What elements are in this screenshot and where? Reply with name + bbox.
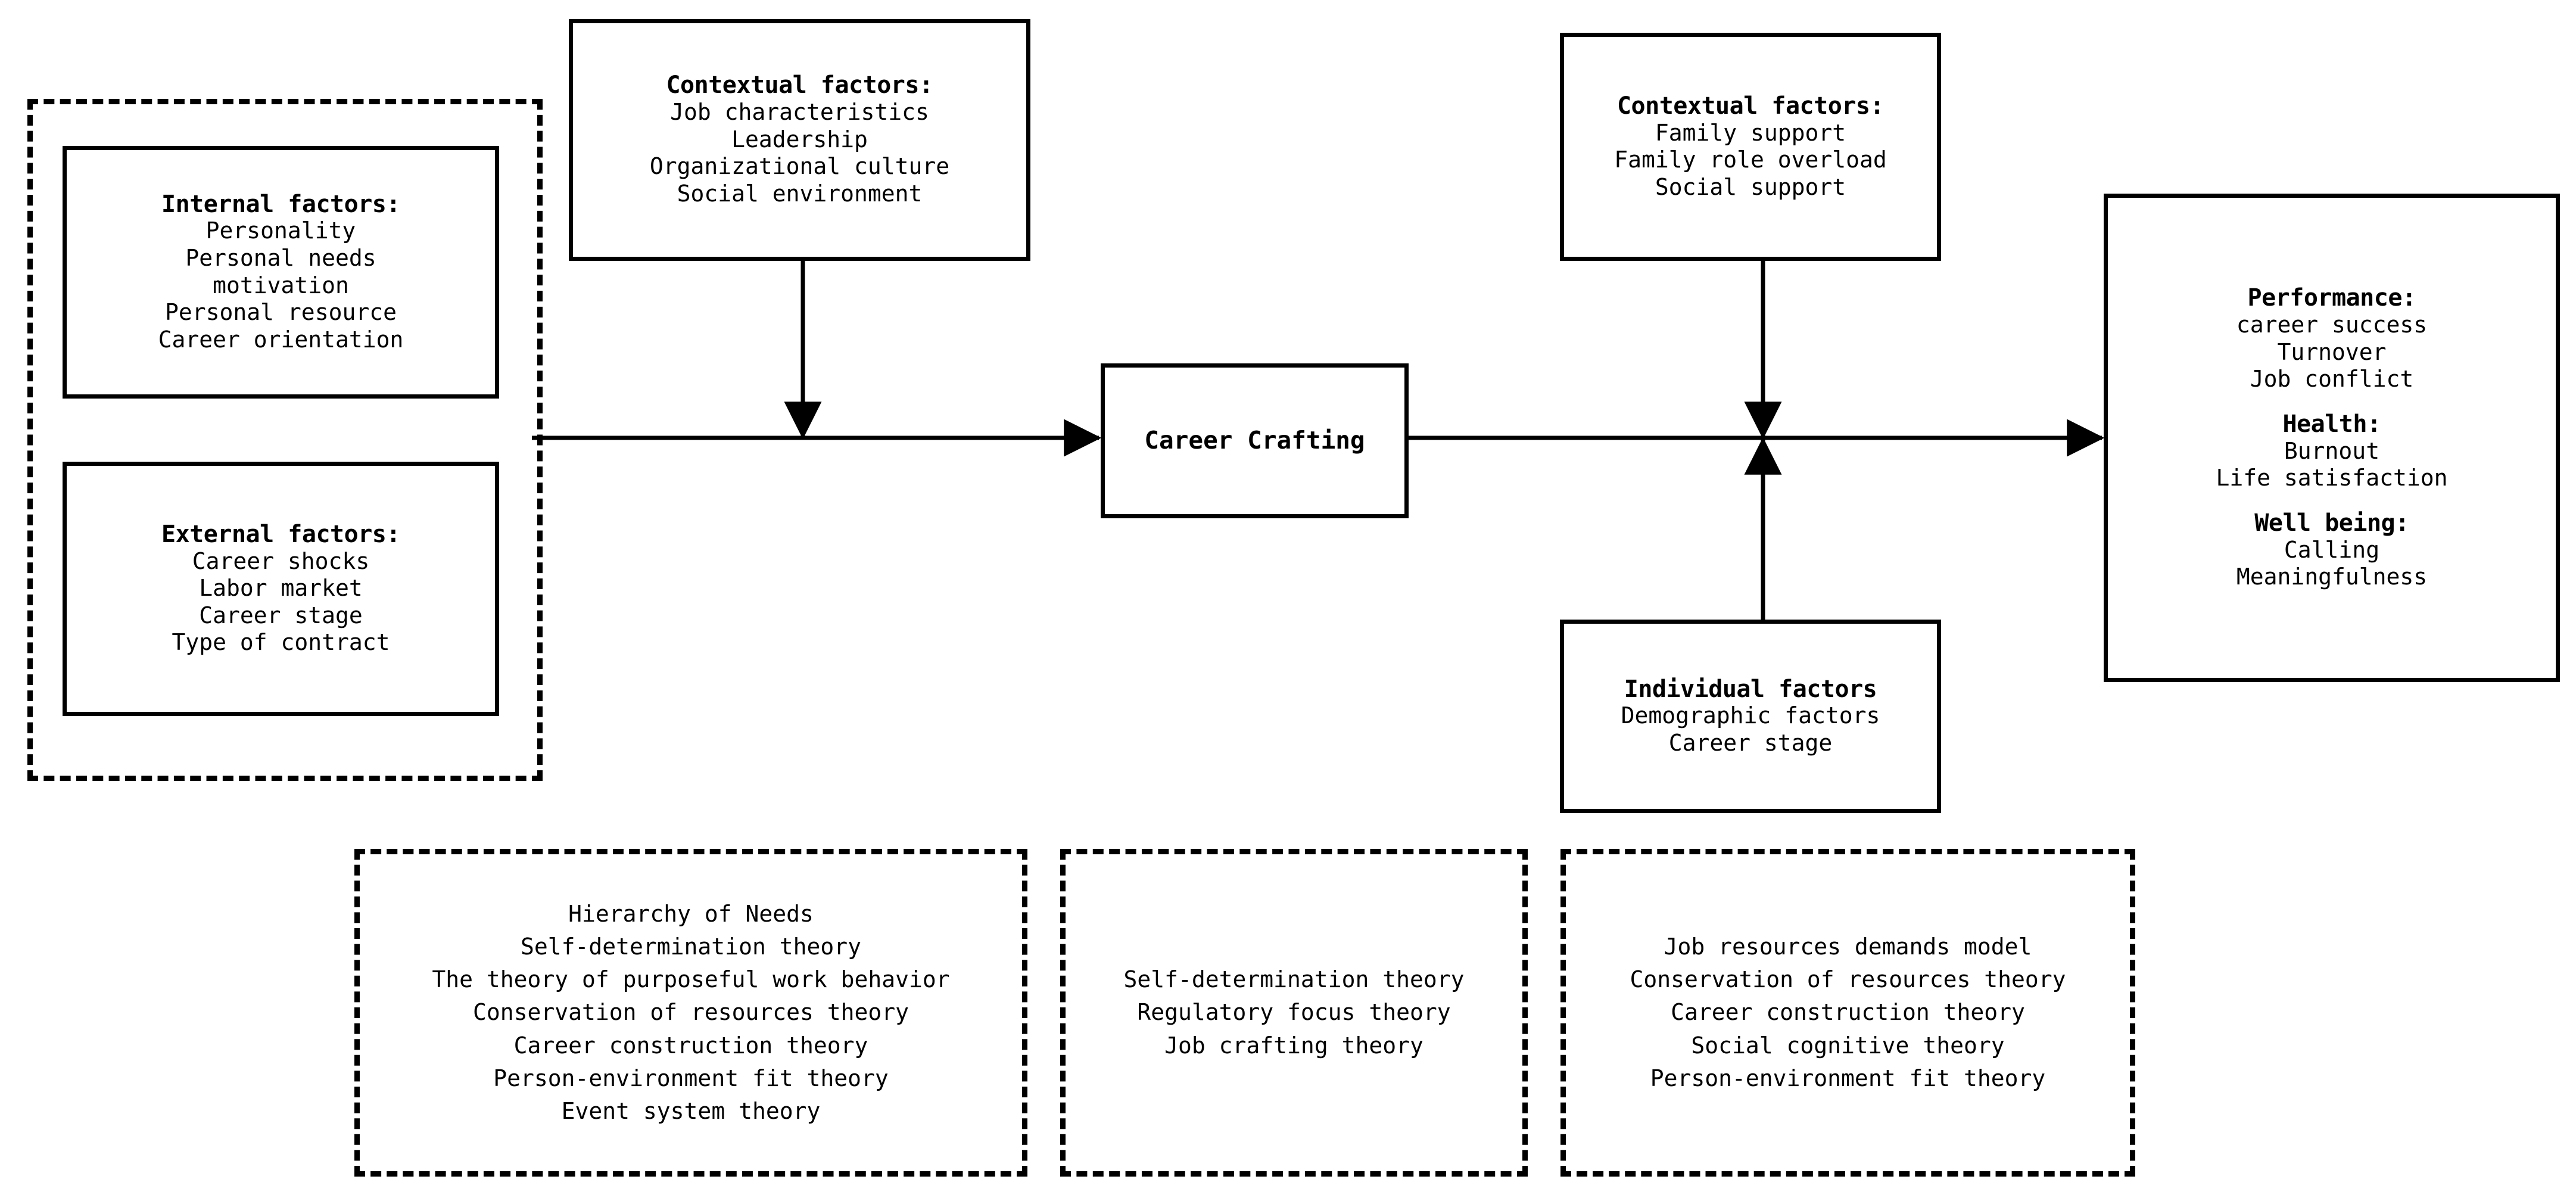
outcomes-wellbeing-item: Calling [2284, 536, 2380, 563]
outcomes-box: Performance: career success Turnover Job… [2104, 194, 2560, 682]
theory-item: Person-environment fit theory [1650, 1065, 2046, 1091]
theory-item: Job crafting theory [1164, 1032, 1424, 1059]
theory-item: Career construction theory [513, 1032, 868, 1059]
contextual-factors-right-item: Family support [1655, 119, 1846, 146]
contextual-factors-right-box: Contextual factors: Family support Famil… [1560, 33, 1941, 261]
internal-factors-item: Career orientation [158, 326, 404, 353]
antecedent-group-container [27, 99, 543, 781]
career-crafting-label: Career Crafting [1144, 426, 1365, 455]
theory-item: Conservation of resources theory [1630, 966, 2066, 993]
internal-factors-title: Internal factors: [161, 190, 400, 218]
theory-item: Job resources demands model [1664, 934, 2032, 960]
theory-item: Person-environment fit theory [493, 1065, 889, 1091]
outcomes-wellbeing-title: Well being: [2254, 509, 2409, 537]
external-factors-box: External factors: Career shocks Labor ma… [63, 462, 499, 716]
outcomes-performance-title: Performance: [2247, 284, 2416, 312]
internal-factors-item: Personal needs [185, 245, 376, 271]
external-factors-item: Labor market [199, 575, 363, 602]
contextual-factors-left-item: Job characteristics [670, 99, 929, 126]
theory-box-crafting: Self-determination theory Regulatory foc… [1060, 849, 1528, 1177]
internal-factors-item: Personality [205, 217, 356, 244]
theory-item: Career construction theory [1671, 999, 2025, 1026]
contextual-factors-right-item: Social support [1655, 173, 1846, 200]
contextual-factors-left-title: Contextual factors: [666, 71, 933, 99]
theory-item: Social cognitive theory [1691, 1032, 2005, 1059]
individual-factors-box: Individual factors Demographic factors C… [1560, 620, 1941, 813]
outcomes-wellbeing-item: Meaningfulness [2236, 564, 2428, 590]
theory-item: Event system theory [561, 1097, 821, 1124]
contextual-factors-left-box: Contextual factors: Job characteristics … [569, 19, 1030, 261]
theory-item: Self-determination theory [521, 934, 861, 960]
contextual-factors-right-item: Family role overload [1614, 147, 1887, 173]
external-factors-item: Career shocks [192, 547, 370, 574]
theory-item: Conservation of resources theory [472, 999, 909, 1026]
contextual-factors-right-title: Contextual factors: [1616, 92, 1885, 120]
theory-box-outcomes: Job resources demands model Conservation… [1560, 849, 2135, 1177]
career-crafting-box: Career Crafting [1101, 363, 1409, 518]
individual-factors-item: Career stage [1668, 729, 1833, 756]
outcomes-performance-item: career success [2236, 312, 2428, 338]
outcomes-health-item: Burnout [2284, 437, 2380, 464]
contextual-factors-left-item: Leadership [731, 126, 868, 153]
theory-item: Regulatory focus theory [1137, 999, 1451, 1026]
theory-item: Hierarchy of Needs [568, 901, 814, 928]
outcomes-performance-item: Job conflict [2250, 366, 2414, 393]
contextual-factors-left-item: Social environment [677, 180, 923, 207]
individual-factors-item: Demographic factors [1621, 702, 1880, 729]
external-factors-title: External factors: [161, 520, 400, 548]
external-factors-item: Career stage [199, 602, 363, 628]
individual-factors-title: Individual factors [1624, 675, 1877, 703]
internal-factors-item: motivation [213, 272, 349, 298]
theory-item: The theory of purposeful work behavior [432, 966, 950, 993]
theory-box-antecedents: Hierarchy of Needs Self-determination th… [354, 849, 1027, 1177]
theory-item: Self-determination theory [1123, 966, 1465, 993]
outcomes-health-item: Life satisfaction [2216, 465, 2448, 491]
internal-factors-box: Internal factors: Personality Personal n… [63, 146, 499, 399]
outcomes-performance-item: Turnover [2277, 338, 2387, 365]
contextual-factors-left-item: Organizational culture [649, 153, 950, 180]
external-factors-item: Type of contract [172, 629, 390, 656]
internal-factors-item: Personal resource [165, 299, 397, 326]
outcomes-health-title: Health: [2282, 410, 2381, 438]
